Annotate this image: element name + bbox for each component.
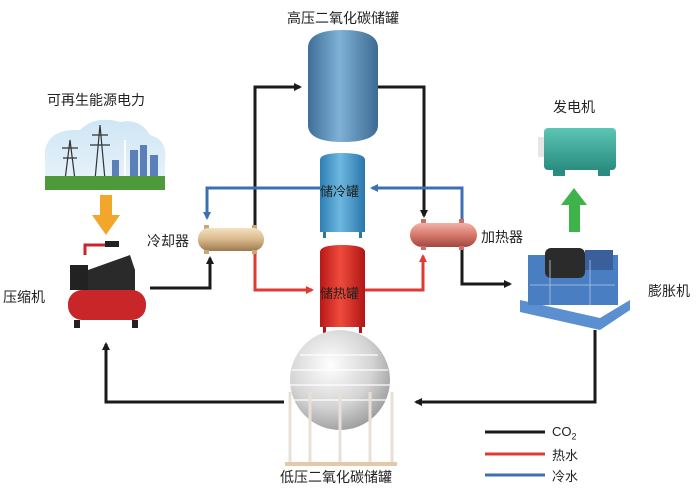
power-output-arrow xyxy=(561,188,587,232)
renewable-power-illustration xyxy=(45,119,166,190)
compressor-machine xyxy=(68,241,146,328)
co2-pipe-cooler-hptank xyxy=(253,83,302,228)
co2-pipe-lptank-compressor xyxy=(102,342,284,404)
co2-pipe-hptank-heater xyxy=(378,85,428,218)
generator-machine xyxy=(538,128,616,176)
co2-pipe-compressor-cooler xyxy=(150,256,214,290)
cold-water-pipe-coldtank-cooler xyxy=(203,186,320,220)
power-input-arrow xyxy=(92,195,120,235)
cooler-label: 冷却器 xyxy=(147,234,189,250)
heater-label: 加热器 xyxy=(481,230,523,246)
compressor-label: 压缩机 xyxy=(3,290,45,306)
co2-pipe-heater-expander xyxy=(460,248,512,288)
cooler-vessel xyxy=(198,225,264,254)
hot-tank-label: 储热罐 xyxy=(320,287,360,302)
expander-machine xyxy=(520,248,630,330)
generator-label: 发电机 xyxy=(553,100,595,116)
hot-water-pipe-hottank-heater xyxy=(365,254,427,292)
cold-storage-tank xyxy=(320,153,365,238)
cold-water-pipe-heater-coldtank xyxy=(370,184,464,222)
hot-storage-tank xyxy=(320,245,365,333)
legend-label-cold-water: 冷水 xyxy=(552,470,579,485)
hot-water-pipe-cooler-hottank xyxy=(253,250,314,294)
heater-vessel xyxy=(410,219,477,250)
hp-tank-label: 高压二氧化碳储罐 xyxy=(287,11,399,27)
expander-label: 膨胀机 xyxy=(648,284,690,300)
lp-tank-label: 低压二氧化碳储罐 xyxy=(280,470,392,486)
legend-label-co2: CO2 xyxy=(552,424,577,442)
legend-label-hot-water: 热水 xyxy=(552,449,579,464)
renewable-label: 可再生能源电力 xyxy=(47,93,145,109)
lp-co2-sphere-tank xyxy=(285,330,397,466)
co2-pipe-expander-lptank xyxy=(414,330,597,406)
cold-tank-label: 储冷罐 xyxy=(320,185,360,200)
hp-co2-tank xyxy=(308,30,378,142)
